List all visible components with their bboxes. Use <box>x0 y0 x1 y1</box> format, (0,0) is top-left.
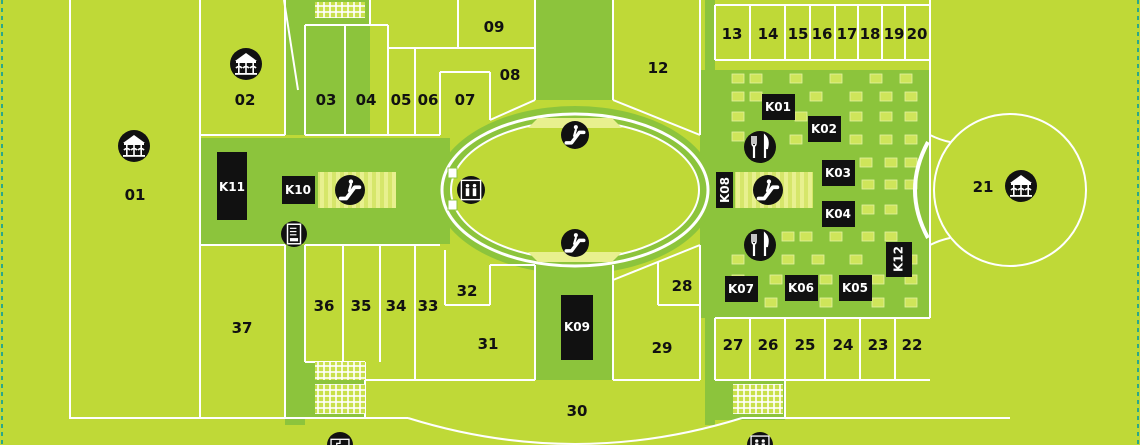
shop-09[interactable]: 09 <box>484 18 505 36</box>
shop-33[interactable]: 33 <box>418 297 439 315</box>
shop-28[interactable]: 28 <box>672 277 693 295</box>
svg-text:K04: K04 <box>825 207 851 221</box>
shop-12[interactable]: 12 <box>648 59 669 77</box>
shop-21[interactable]: 21 <box>973 178 994 196</box>
shop-22[interactable]: 22 <box>902 336 923 354</box>
shop-07[interactable]: 07 <box>455 91 476 109</box>
shop-34[interactable]: 34 <box>386 297 407 315</box>
shop-26[interactable]: 26 <box>758 336 779 354</box>
map-icons <box>118 48 1037 445</box>
kiosk-k06[interactable]: K06 <box>785 275 818 301</box>
escalator-icon[interactable] <box>561 121 589 149</box>
food-court-seating <box>731 73 918 308</box>
shop-labels: 01 02 03 04 05 06 07 08 09 12 13 14 15 1… <box>125 18 994 420</box>
svg-text:K05: K05 <box>842 281 868 295</box>
kiosk-k03[interactable]: K03 <box>822 160 855 186</box>
shop-23[interactable]: 23 <box>868 336 889 354</box>
shop-14[interactable]: 14 <box>758 25 779 43</box>
kiosk-k05[interactable]: K05 <box>839 275 872 301</box>
carousel-icon[interactable] <box>118 130 150 162</box>
shop-01[interactable]: 01 <box>125 186 146 204</box>
svg-text:K12: K12 <box>892 246 906 272</box>
escalator-icon[interactable] <box>335 175 365 205</box>
shop-19[interactable]: 19 <box>884 25 905 43</box>
restaurant-icon[interactable] <box>744 131 776 163</box>
shop-02[interactable]: 02 <box>235 91 256 109</box>
shop-04[interactable]: 04 <box>356 91 377 109</box>
escalator-icon[interactable] <box>753 175 783 205</box>
shop-17[interactable]: 17 <box>837 25 858 43</box>
shop-06[interactable]: 06 <box>418 91 439 109</box>
kiosk-k11[interactable]: K11 <box>217 152 247 220</box>
svg-text:K08: K08 <box>718 177 732 203</box>
svg-text:K01: K01 <box>765 100 791 114</box>
svg-text:K09: K09 <box>564 320 590 334</box>
kiosk-k01[interactable]: K01 <box>762 94 795 120</box>
svg-text:K11: K11 <box>219 180 245 194</box>
kiosk-k12[interactable]: K12 <box>886 242 912 277</box>
shop-32[interactable]: 32 <box>457 282 478 300</box>
shop-13[interactable]: 13 <box>722 25 743 43</box>
kiosk-k10[interactable]: K10 <box>282 176 315 204</box>
elevator-icon[interactable] <box>457 176 485 204</box>
shop-24[interactable]: 24 <box>833 336 854 354</box>
kiosk-k02[interactable]: K02 <box>808 116 841 142</box>
shop-29[interactable]: 29 <box>652 339 673 357</box>
shop-18[interactable]: 18 <box>860 25 881 43</box>
kiosk-k04[interactable]: K04 <box>822 201 855 227</box>
shop-20[interactable]: 20 <box>907 25 928 43</box>
shop-36[interactable]: 36 <box>314 297 335 315</box>
elevator-icon[interactable] <box>747 432 773 445</box>
carousel-icon[interactable] <box>230 48 262 80</box>
kiosk-k09[interactable]: K09 <box>561 295 593 360</box>
stairs-icon[interactable] <box>327 432 353 445</box>
svg-text:K06: K06 <box>788 281 814 295</box>
restaurant-icon[interactable] <box>744 229 776 261</box>
shop-31[interactable]: 31 <box>478 335 499 353</box>
shop-27[interactable]: 27 <box>723 336 744 354</box>
shop-05[interactable]: 05 <box>391 91 412 109</box>
svg-text:K03: K03 <box>825 166 851 180</box>
shop-16[interactable]: 16 <box>812 25 833 43</box>
walls <box>69 0 1087 445</box>
kiosks: K11 K10 K09 K08 K01 K02 K03 K04 <box>217 94 912 360</box>
shop-03[interactable]: 03 <box>316 91 337 109</box>
escalator-icon[interactable] <box>561 229 589 257</box>
carousel-icon[interactable] <box>1005 170 1037 202</box>
svg-text:K10: K10 <box>285 183 311 197</box>
shop-25[interactable]: 25 <box>795 336 816 354</box>
shop-35[interactable]: 35 <box>351 297 372 315</box>
vending-machine-icon[interactable] <box>281 221 307 247</box>
kiosk-k08[interactable]: K08 <box>716 172 733 208</box>
svg-text:K02: K02 <box>811 122 837 136</box>
shop-15[interactable]: 15 <box>788 25 809 43</box>
shop-08[interactable]: 08 <box>500 66 521 84</box>
shop-37[interactable]: 37 <box>232 319 253 337</box>
stair-zones <box>315 2 783 414</box>
shop-30[interactable]: 30 <box>567 402 588 420</box>
kiosk-k07[interactable]: K07 <box>725 276 758 302</box>
svg-text:K07: K07 <box>728 282 754 296</box>
